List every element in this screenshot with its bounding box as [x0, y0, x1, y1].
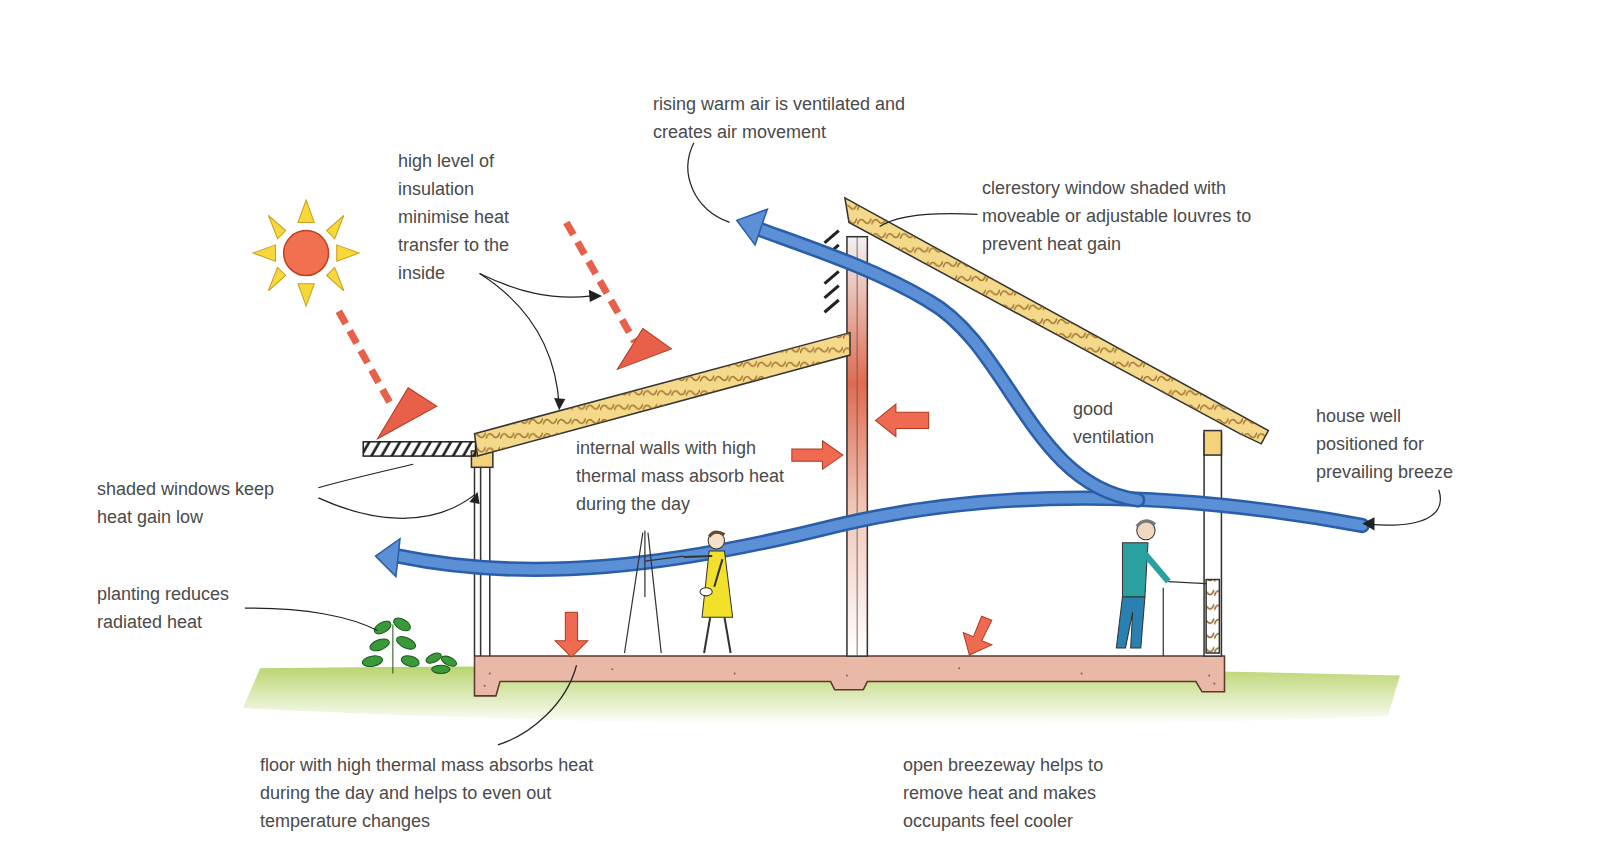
annotation-text: good ventilation — [1073, 395, 1178, 451]
thermal-mass-wall — [847, 237, 867, 656]
airflow — [398, 230, 1362, 570]
slab-speckle — [484, 667, 1216, 686]
louvres — [824, 231, 838, 313]
sun — [253, 200, 359, 306]
heat-arrow — [555, 404, 992, 657]
annotation-text: open breezeway helps to remove heat and … — [903, 751, 1135, 835]
annotation-text: house well positioned for prevailing bre… — [1316, 402, 1481, 486]
annotation-text: clerestory window shaded with moveable o… — [982, 174, 1292, 258]
person — [624, 531, 732, 653]
planting — [362, 615, 459, 673]
left-wall — [471, 451, 492, 656]
right-wall — [1204, 431, 1221, 656]
leader-head — [469, 290, 1374, 531]
eave-shade — [363, 442, 475, 456]
leader-line — [245, 143, 1440, 745]
annotation-text: floor with high thermal mass absorbs hea… — [260, 751, 645, 835]
annotation-text: high level of insulation minimise heat t… — [398, 147, 536, 287]
person — [1116, 521, 1206, 656]
annotation-text: shaded windows keep heat gain low — [97, 475, 302, 531]
annotation-text: planting reduces radiated heat — [97, 580, 262, 636]
annotation-text: internal walls with high thermal mass ab… — [576, 434, 791, 518]
floor-slab — [474, 656, 1224, 696]
annotation-text: rising warm air is ventilated and create… — [653, 90, 915, 146]
ray-head — [378, 329, 672, 439]
